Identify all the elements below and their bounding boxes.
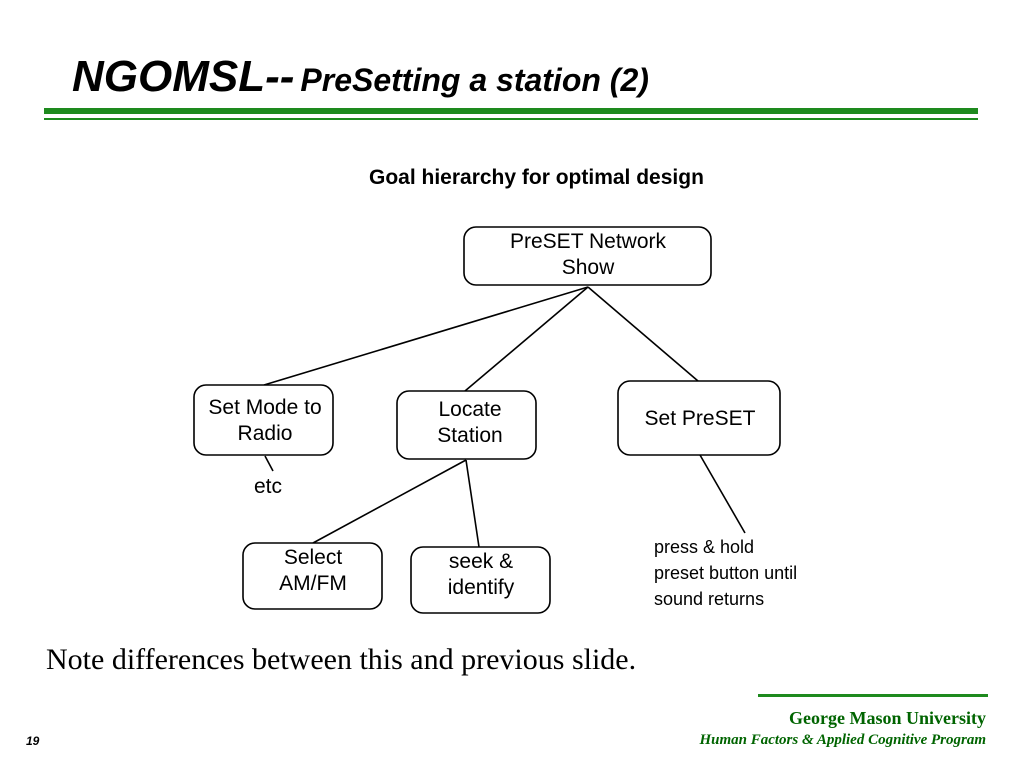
node-set-mode-box bbox=[193, 384, 334, 456]
title-sub: PreSetting a station (2) bbox=[300, 62, 649, 98]
node-select-label: Select AM/FM bbox=[279, 546, 347, 595]
node-set-preset-box bbox=[617, 380, 781, 456]
title-rule-thin bbox=[44, 118, 978, 120]
node-set-mode-label: Set Mode to Radio bbox=[208, 396, 322, 445]
node-select-box bbox=[242, 542, 383, 610]
connector-root-locate bbox=[464, 286, 589, 392]
node-seek-box bbox=[410, 546, 551, 614]
node-root-label: PreSET Network Show bbox=[510, 230, 666, 279]
connector-locate-seek bbox=[465, 459, 480, 548]
slide-title: NGOMSL--PreSetting a station (2) bbox=[72, 52, 649, 102]
node-locate-box bbox=[396, 390, 537, 460]
footer-program: Human Factors & Applied Cognitive Progra… bbox=[699, 732, 986, 748]
connector-locate-select bbox=[312, 459, 467, 544]
connector-root-setpreset bbox=[587, 286, 699, 382]
node-locate-label: Locate Station bbox=[437, 398, 503, 447]
press-hold-note: press & hold preset button until sound r… bbox=[654, 537, 798, 609]
node-seek-label: seek & identify bbox=[447, 550, 515, 599]
title-main: NGOMSL-- bbox=[72, 52, 295, 101]
title-rule-thick bbox=[44, 108, 978, 114]
footer-rule bbox=[758, 694, 988, 697]
diagram-heading: Goal hierarchy for optimal design bbox=[369, 166, 704, 189]
connector-setpreset-note bbox=[699, 454, 746, 534]
connector-setmode-etc bbox=[264, 455, 274, 472]
connector-root-setmode bbox=[263, 286, 589, 386]
node-set-preset-label: Set PreSET bbox=[644, 407, 756, 430]
page-number: 19 bbox=[26, 734, 40, 748]
node-root-box bbox=[463, 226, 712, 286]
footer-organization: George Mason University bbox=[789, 708, 986, 728]
etc-label: etc bbox=[253, 475, 283, 498]
slide-note: Note differences between this and previo… bbox=[46, 643, 637, 676]
